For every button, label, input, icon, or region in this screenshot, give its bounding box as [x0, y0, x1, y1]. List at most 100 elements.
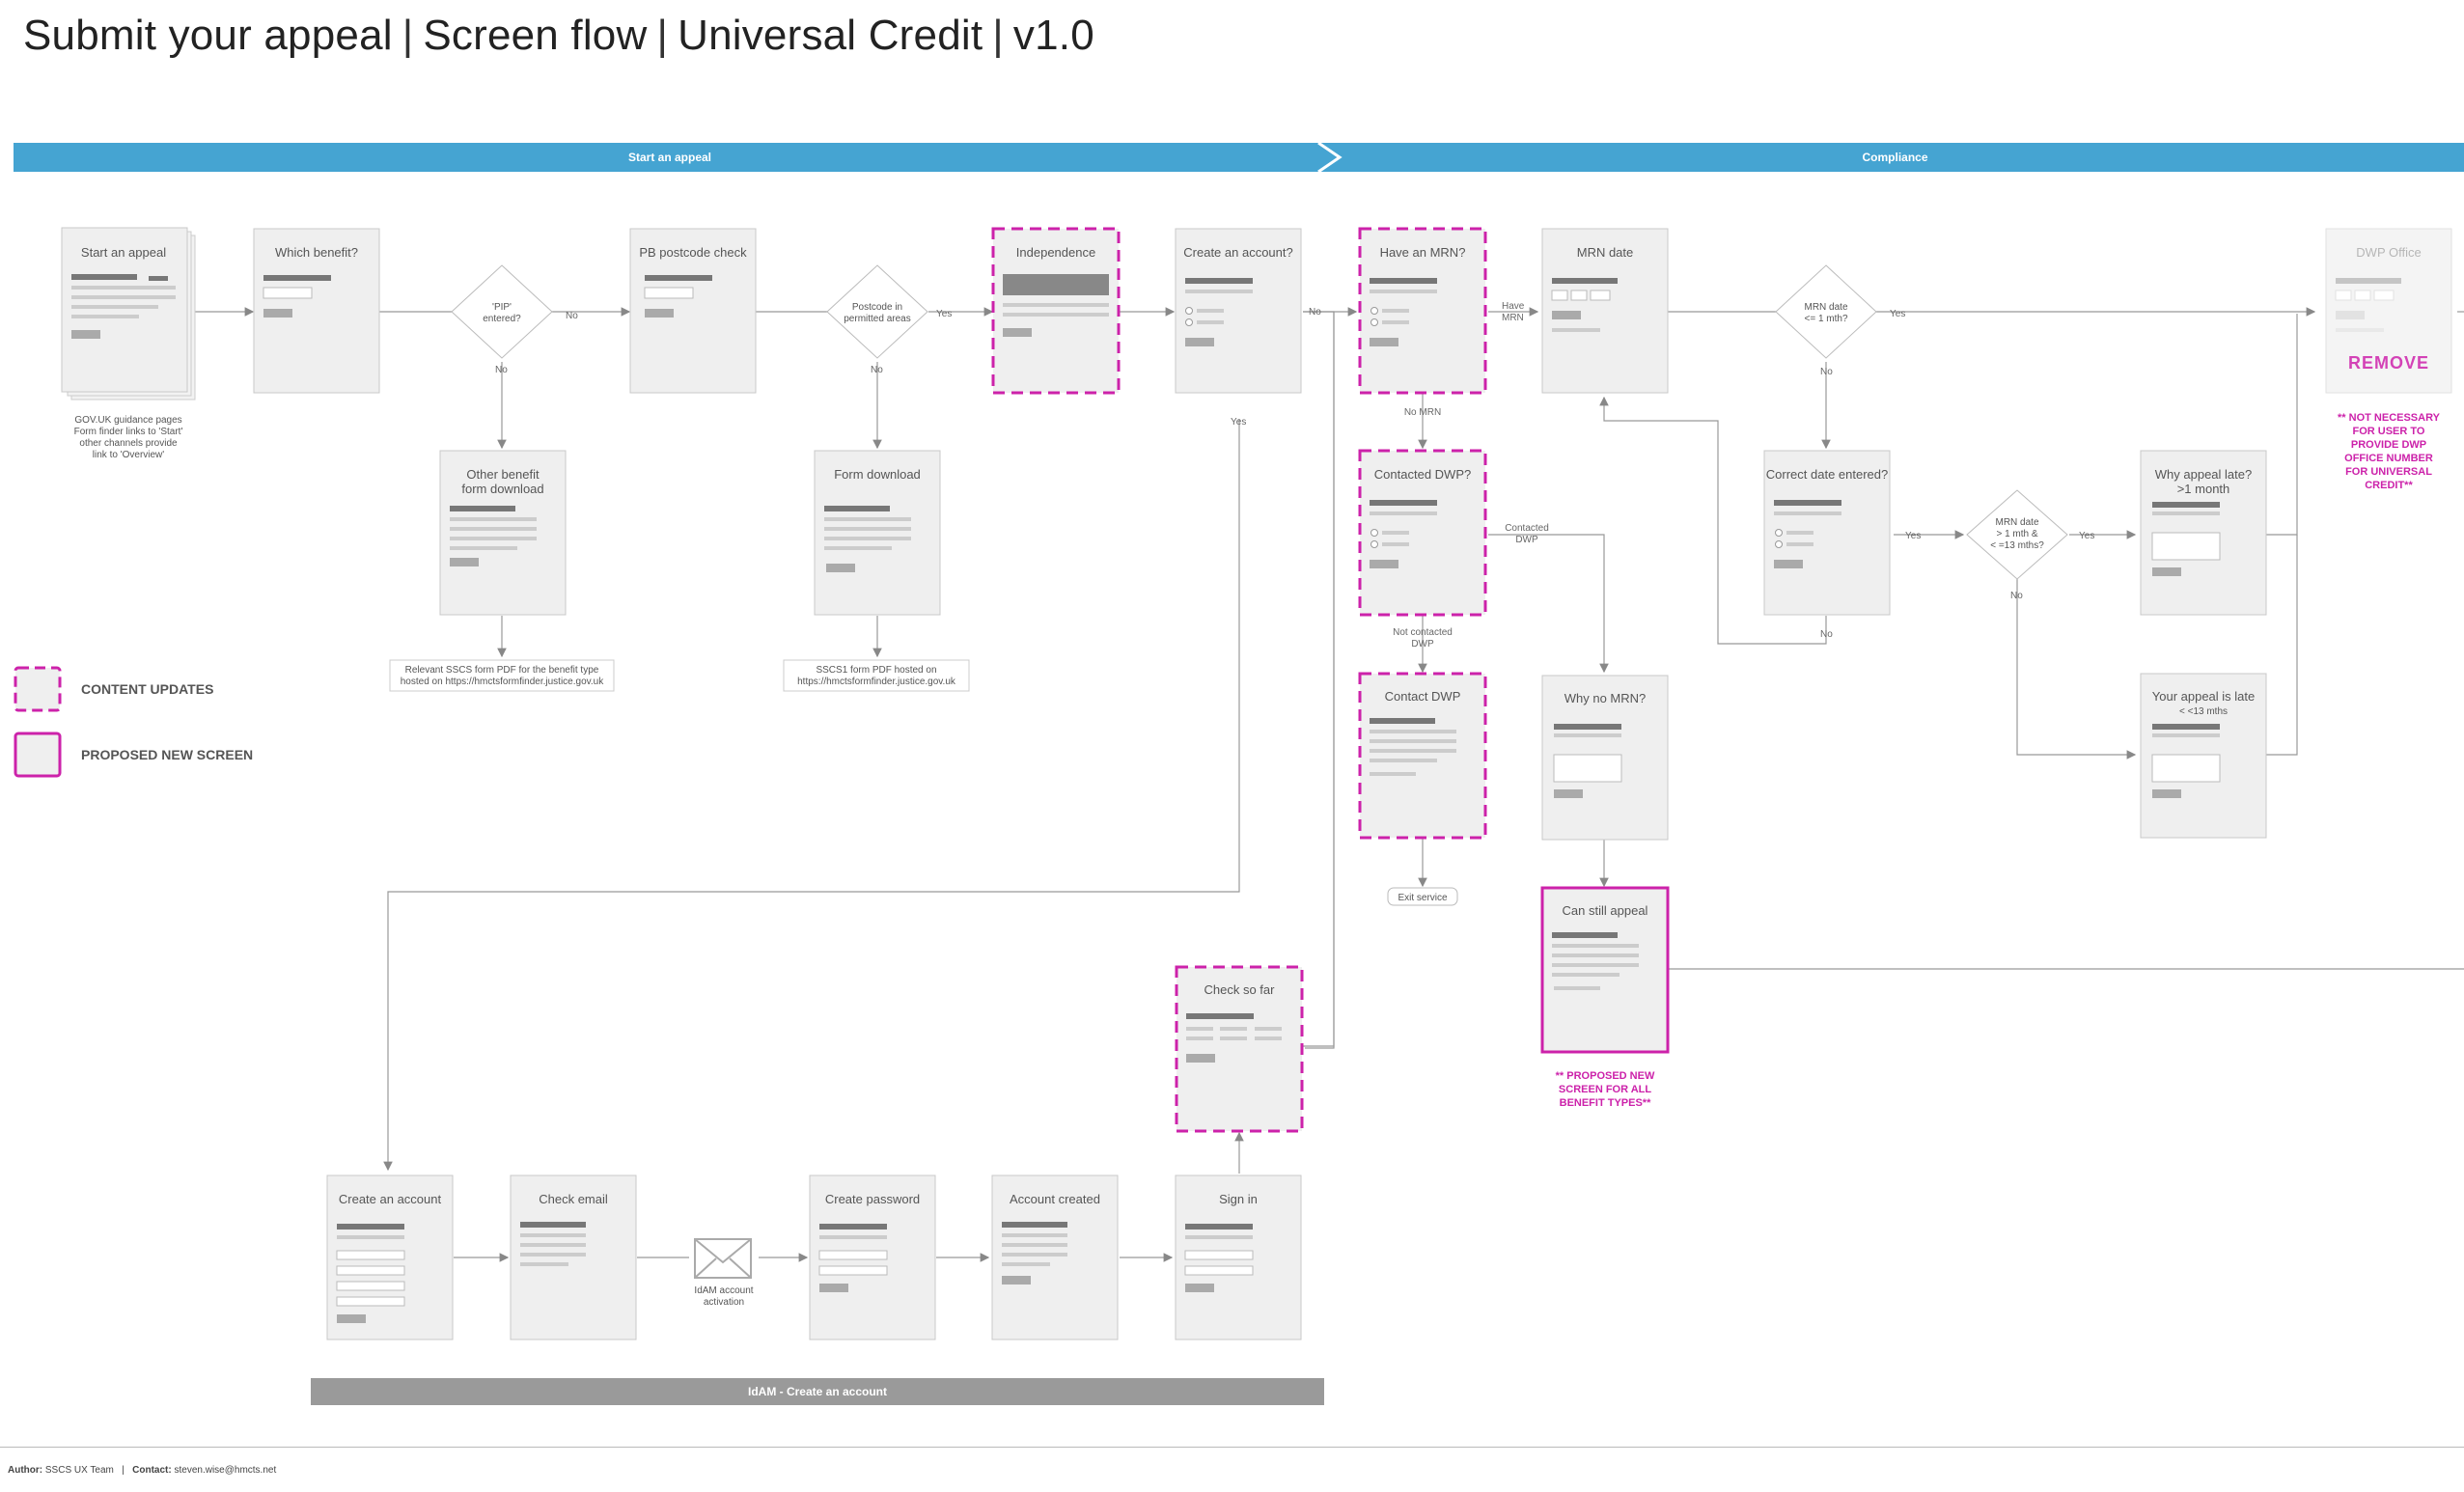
screen-pb-postcode-check[interactable]: PB postcode check — [629, 228, 757, 394]
screen-sign-in[interactable]: Sign in — [1175, 1174, 1302, 1340]
screen-why-no-mrn[interactable]: Why no MRN? — [1541, 675, 1669, 841]
svg-text:Which benefit?: Which benefit? — [275, 245, 358, 260]
svg-text:Other benefit: Other benefit — [466, 467, 540, 482]
screen-why-appeal-late[interactable]: Why appeal late? >1 month — [2140, 450, 2267, 616]
screen-start-an-appeal[interactable]: Start an appeal — [61, 227, 196, 401]
svg-text:Can still appeal: Can still appeal — [1563, 903, 1648, 918]
screen-can-still-appeal[interactable]: Can still appeal — [1540, 886, 1670, 1054]
svg-text:Exit service: Exit service — [1398, 893, 1448, 903]
title-part-3: Universal Credit — [678, 12, 983, 59]
svg-text:OFFICE NUMBER: OFFICE NUMBER — [2344, 453, 2433, 464]
footer-divider-char: | — [122, 1465, 125, 1476]
footer-author: SSCS UX Team — [44, 1465, 114, 1476]
screen-contacted-dwp[interactable]: Contacted DWP? — [1358, 449, 1487, 617]
label-contacted: Contacted — [1505, 523, 1549, 534]
screen-correct-date[interactable]: Correct date entered? — [1763, 450, 1891, 616]
svg-text:** PROPOSED NEW: ** PROPOSED NEW — [1556, 1070, 1655, 1082]
screen-appeal-late[interactable]: Your appeal is late < <13 mths — [2140, 673, 2267, 839]
screen-independence[interactable]: Independence — [991, 227, 1121, 395]
screen-dwp-office[interactable]: DWP Office REMOVE — [2325, 228, 2452, 394]
svg-text:PROPOSED NEW SCREEN: PROPOSED NEW SCREEN — [81, 747, 253, 762]
svg-text:Create password: Create password — [825, 1192, 920, 1206]
page-title: Submit your appeal|Screen flow|Universal… — [23, 12, 1094, 59]
svg-text:>1 month: >1 month — [2177, 482, 2230, 496]
envelope-icon — [694, 1238, 752, 1279]
svg-text:MRN date: MRN date — [1995, 517, 2038, 528]
decision-postcode: Postcode in permitted areas — [826, 264, 928, 359]
svg-text:Check so far: Check so far — [1204, 982, 1276, 997]
svg-text:https://hmctsformfinder.justic: https://hmctsformfinder.justice.gov.uk — [797, 677, 956, 687]
label-yes: Yes — [2079, 531, 2094, 541]
svg-text:GOV.UK guidance pages: GOV.UK guidance pages — [74, 415, 181, 426]
screen-create-password[interactable]: Create password — [809, 1174, 936, 1340]
svg-text:> 1 mth &: > 1 mth & — [1996, 529, 2037, 539]
note-relevant-pdf: Relevant SSCS form PDF for the benefit t… — [389, 659, 615, 692]
decision-mrn-13mths: MRN date > 1 mth & < =13 mths? — [1966, 489, 2068, 580]
svg-text:permitted areas: permitted areas — [844, 314, 910, 324]
screen-account-created[interactable]: Account created — [991, 1174, 1119, 1340]
legend-proposed-new-screen: PROPOSED NEW SCREEN — [14, 732, 253, 778]
screen-which-benefit[interactable]: Which benefit? — [253, 228, 380, 394]
exit-service[interactable]: Exit service — [1387, 887, 1458, 906]
label-no: No — [1309, 307, 1321, 318]
svg-text:** NOT NECESSARY: ** NOT NECESSARY — [2338, 412, 2441, 424]
svg-text:CREDIT**: CREDIT** — [2365, 480, 2413, 491]
svg-text:Form finder links to 'Start': Form finder links to 'Start' — [74, 427, 183, 437]
svg-text:Relevant SSCS form PDF for the: Relevant SSCS form PDF for the benefit t… — [405, 665, 599, 676]
note-govuk: GOV.UK guidance pages Form finder links … — [74, 415, 183, 460]
screen-create-an-account[interactable]: Create an account — [326, 1174, 454, 1340]
label-no-mrn: No MRN — [1404, 407, 1441, 418]
screen-have-mrn[interactable]: Have an MRN? — [1358, 227, 1487, 395]
note-new-screen: ** PROPOSED NEW SCREEN FOR ALL BENEFIT T… — [1556, 1070, 1655, 1109]
title-part-4: v1.0 — [1012, 12, 1094, 59]
screen-check-so-far[interactable]: Check so far — [1175, 965, 1304, 1133]
band-start-label: Start an appeal — [627, 151, 712, 164]
svg-text:Contact DWP: Contact DWP — [1385, 689, 1461, 704]
svg-text:<= 1 mth?: <= 1 mth? — [1804, 314, 1847, 324]
svg-text:SCREEN FOR ALL: SCREEN FOR ALL — [1559, 1084, 1651, 1095]
title-part-2: Screen flow — [423, 12, 648, 59]
title-part-1: Submit your appeal — [23, 12, 393, 59]
screen-mrn-date[interactable]: MRN date — [1541, 228, 1669, 394]
footer-contact[interactable]: steven.wise@hmcts.net — [174, 1465, 277, 1476]
label-no: No — [1820, 367, 1833, 377]
label-idam-activation-2: activation — [704, 1297, 744, 1308]
svg-text:< =13 mths?: < =13 mths? — [1990, 540, 2044, 551]
legend-content-updates: CONTENT UPDATES — [14, 666, 213, 712]
svg-text:other channels provide: other channels provide — [79, 438, 178, 449]
svg-text:MRN date: MRN date — [1577, 245, 1634, 260]
footer-contact-label: Contact: — [132, 1465, 172, 1476]
svg-text:Independence: Independence — [1016, 245, 1095, 260]
svg-text:SSCS1 form PDF hosted on: SSCS1 form PDF hosted on — [816, 665, 936, 676]
band-compliance-label: Compliance — [1862, 151, 1928, 164]
svg-text:Correct date entered?: Correct date entered? — [1766, 467, 1888, 482]
svg-text:Form download: Form download — [834, 467, 921, 482]
label-yes: Yes — [936, 309, 952, 319]
screen-contact-dwp[interactable]: Contact DWP — [1358, 672, 1487, 840]
svg-text:Why no MRN?: Why no MRN? — [1564, 691, 1647, 705]
svg-text:Postcode in: Postcode in — [852, 302, 902, 313]
label-yes: Yes — [1890, 309, 1905, 319]
band-idam-label: IdAM - Create an account — [747, 1385, 888, 1398]
svg-text:Contacted DWP?: Contacted DWP? — [1374, 467, 1471, 482]
label-no: No — [2010, 591, 2023, 601]
svg-text:PROVIDE DWP: PROVIDE DWP — [2351, 439, 2426, 451]
screen-form-download[interactable]: Form download — [814, 450, 941, 616]
screen-check-email[interactable]: Check email — [510, 1174, 637, 1340]
screen-other-benefit-download[interactable]: Other benefit form download — [439, 450, 567, 616]
screen-title: Start an appeal — [81, 245, 166, 260]
footer-divider — [0, 1447, 2464, 1448]
note-sscs1-pdf: SSCS1 form PDF hosted on https://hmctsfo… — [783, 659, 970, 692]
connectors — [193, 307, 2464, 1262]
label-no: No — [871, 365, 883, 375]
label-yes: Yes — [1905, 531, 1921, 541]
footer-author-label: Author: — [8, 1465, 43, 1476]
svg-text:FOR UNIVERSAL: FOR UNIVERSAL — [2345, 466, 2432, 478]
svg-text:CONTENT UPDATES: CONTENT UPDATES — [81, 681, 213, 697]
svg-text:link to 'Overview': link to 'Overview' — [93, 450, 164, 460]
svg-text:entered?: entered? — [483, 314, 521, 324]
footer: Author: SSCS UX Team | Contact: steven.w… — [8, 1465, 276, 1476]
screen-create-account-question[interactable]: Create an account? — [1175, 228, 1302, 394]
svg-text:Account created: Account created — [1010, 1192, 1100, 1206]
label-idam-activation: IdAM account — [694, 1285, 753, 1296]
